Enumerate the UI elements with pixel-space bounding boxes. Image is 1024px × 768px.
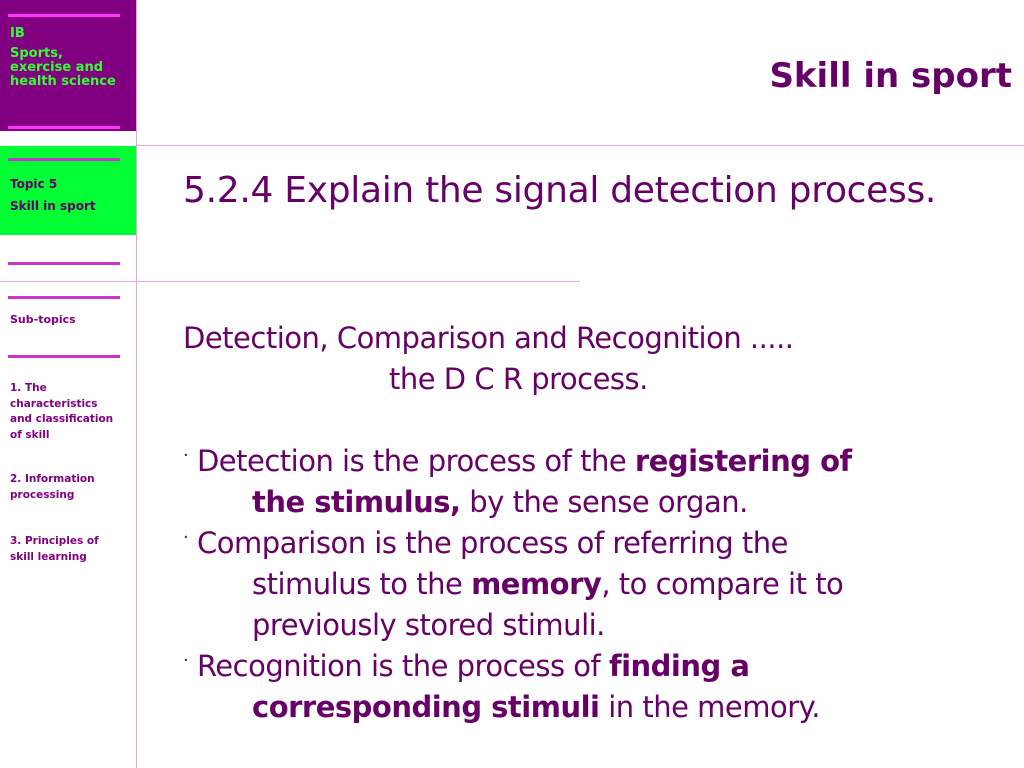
course-line: Sports, <box>10 46 63 61</box>
subtopics-heading: Sub-topics <box>10 313 76 326</box>
banner-divider <box>8 126 120 129</box>
header-divider <box>136 145 1024 146</box>
sidebar-divider <box>8 355 120 358</box>
bullet-icon: · <box>183 445 189 466</box>
topic-divider <box>8 158 120 161</box>
subtopic-line: 3. Principles of <box>10 535 99 547</box>
intro-line: the D C R process. <box>389 362 648 396</box>
bullet-item-detection: · Detection is the process of the regist… <box>183 441 852 482</box>
sidebar-divider <box>8 262 120 265</box>
subtopic-line: and classification <box>10 413 114 425</box>
vertical-divider <box>136 0 137 768</box>
bullet-text: in the memory. <box>599 690 820 724</box>
subtopic-line: characteristics <box>10 397 98 410</box>
course-title: IB Sports, exercise and health science <box>10 27 130 89</box>
bullet-icon: · <box>183 527 189 548</box>
subtopic-line: 2. Information <box>10 473 95 485</box>
topic-name: Skill in sport <box>10 199 96 213</box>
objective-divider <box>0 281 580 282</box>
bullet-text: Comparison is the process of referring t… <box>196 526 789 560</box>
bullet-text: by the sense organ. <box>460 485 748 519</box>
bullet-continuation: corresponding stimuli in the memory. <box>252 687 820 728</box>
objective-heading: 5.2.4 Explain the signal detection proce… <box>183 170 937 211</box>
bullet-icon: · <box>183 650 189 671</box>
bullet-emphasis: corresponding stimuli <box>252 690 600 724</box>
bullet-emphasis: memory <box>471 567 602 601</box>
bullet-text: stimulus to the <box>252 567 472 601</box>
bullet-item-recognition: · Recognition is the process of finding … <box>183 646 750 687</box>
sidebar-divider <box>8 296 120 299</box>
bullet-continuation: previously stored stimuli. <box>252 608 605 642</box>
bullet-continuation: stimulus to the memory, to compare it to <box>252 564 844 605</box>
bullet-emphasis: registering of <box>634 444 852 478</box>
topic-box: Topic 5 Skill in sport <box>0 146 136 235</box>
ib-label: IB <box>10 26 25 41</box>
intro-line: Detection, Comparison and Recognition ..… <box>183 321 794 355</box>
bullet-text: , to compare it to <box>601 567 844 601</box>
topic-label: Topic 5 Skill in sport <box>10 173 96 217</box>
bullet-text: Recognition is the process of <box>196 649 609 683</box>
subtopic-line: processing <box>10 488 75 501</box>
sidebar: IB Sports, exercise and health science T… <box>0 0 136 768</box>
subtopic-line: of skill <box>10 428 50 441</box>
subtopic-link-3[interactable]: 3. Principles of skill learning <box>10 534 128 565</box>
subtopic-line: 1. The <box>10 382 47 394</box>
bullet-continuation: the stimulus, by the sense organ. <box>252 482 748 523</box>
bullet-text: Detection is the process of the <box>196 444 635 478</box>
course-banner: IB Sports, exercise and health science <box>0 0 136 131</box>
bullet-item-comparison: · Comparison is the process of referring… <box>183 523 789 564</box>
topic-number: Topic 5 <box>10 177 58 191</box>
subtopic-line: skill learning <box>10 550 87 563</box>
bullet-emphasis: finding a <box>608 649 750 683</box>
course-line: health science <box>10 74 116 89</box>
subtopic-link-1[interactable]: 1. The characteristics and classificatio… <box>10 381 128 443</box>
bullet-emphasis: the stimulus, <box>252 485 461 519</box>
course-line: exercise and <box>10 60 104 75</box>
page-title: Skill in sport <box>769 56 1012 96</box>
subtopic-link-2[interactable]: 2. Information processing <box>10 472 128 503</box>
banner-divider <box>8 14 120 17</box>
